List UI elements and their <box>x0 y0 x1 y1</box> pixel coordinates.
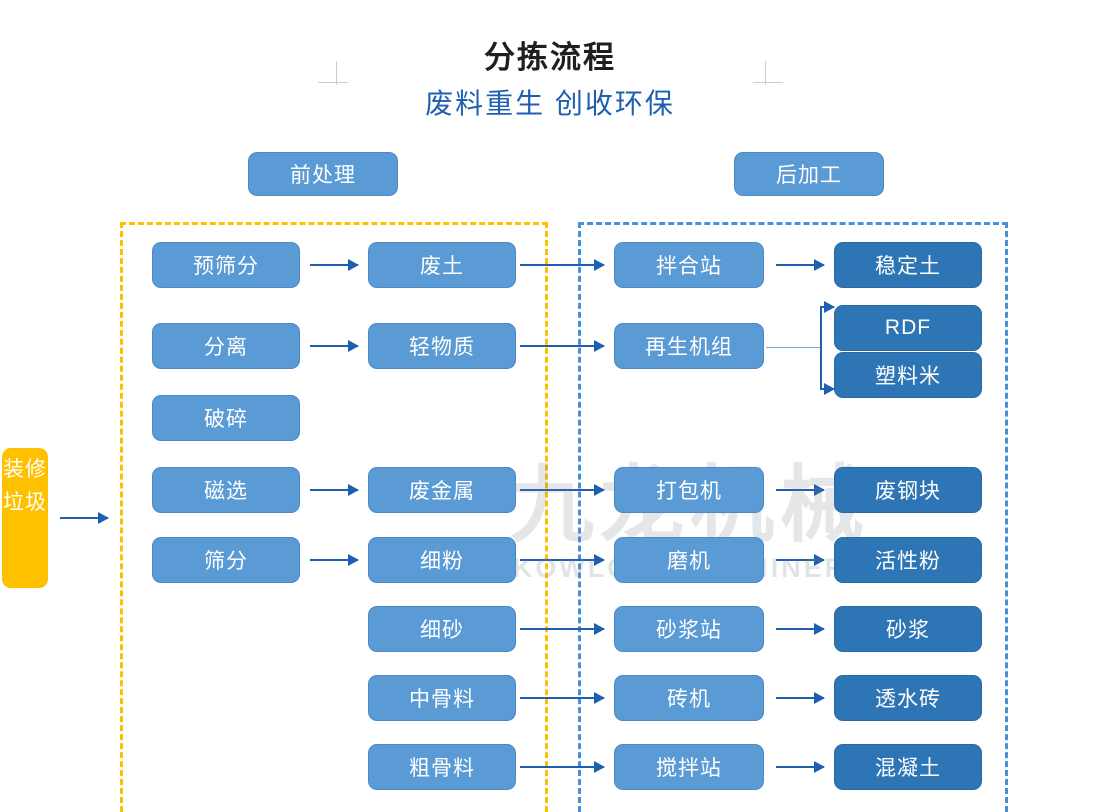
arrow-mill-to-activepow <box>776 554 825 566</box>
node-mortarstation: 砂浆站 <box>614 606 764 652</box>
node-mill: 磨机 <box>614 537 764 583</box>
zone-pre-process <box>120 222 548 812</box>
arrow-brick-to-perm <box>776 692 825 704</box>
node-steel: 废钢块 <box>834 467 982 513</box>
arrow-input-to-zone <box>60 512 109 524</box>
arrow-mixstation-to-stabsoil <box>776 259 825 271</box>
arrow-metal-to-baler <box>520 484 605 496</box>
title-rule-left <box>318 82 348 83</box>
section-tag-pre-process: 前处理 <box>248 152 398 196</box>
arrow-midagg-to-brick <box>520 692 605 704</box>
arrow-baler-to-steel <box>776 484 825 496</box>
node-recycleunit: 再生机组 <box>614 323 764 369</box>
node-finesand: 细砂 <box>368 606 516 652</box>
page-subtitle: 废料重生 创收环保 <box>0 85 1100 123</box>
node-magnetic: 磁选 <box>152 467 300 513</box>
arrow-coarseagg-to-concrete <box>520 761 605 773</box>
fork-bar-recycleunit <box>820 306 822 389</box>
arrow-mixingstation-to-concrete <box>776 761 825 773</box>
node-separate: 分离 <box>152 323 300 369</box>
node-plastic: 塑料米 <box>834 352 982 398</box>
node-perm: 透水砖 <box>834 675 982 721</box>
node-metal: 废金属 <box>368 467 516 513</box>
arrow-screen-to-finepow <box>310 554 359 566</box>
input-node-label: 装修垃圾 <box>3 458 47 514</box>
arrow-separate-to-light <box>310 340 359 352</box>
arrow-recycleunit-to-rdf <box>820 301 835 313</box>
node-screen: 筛分 <box>152 537 300 583</box>
arrow-light-to-recycleunit <box>520 340 605 352</box>
node-crush: 破碎 <box>152 395 300 441</box>
title-rule-right <box>753 82 783 83</box>
section-tag-post-process: 后加工 <box>734 152 884 196</box>
node-mortar: 砂浆 <box>834 606 982 652</box>
node-mixingstation: 搅拌站 <box>614 744 764 790</box>
node-rdf: RDF <box>834 305 982 351</box>
arrow-presieve-to-wastesoil <box>310 259 359 271</box>
arrow-finesand-to-mortarstation <box>520 623 605 635</box>
arrow-recycleunit-to-plastic <box>820 383 835 395</box>
node-mixstation: 拌合站 <box>614 242 764 288</box>
node-brickmachine: 砖机 <box>614 675 764 721</box>
node-activepow: 活性粉 <box>834 537 982 583</box>
node-wastesoil: 废土 <box>368 242 516 288</box>
page-header: 分拣流程 废料重生 创收环保 <box>0 0 1100 135</box>
node-concrete: 混凝土 <box>834 744 982 790</box>
arrow-magnetic-to-metal <box>310 484 359 496</box>
arrow-wastesoil-to-mixstation <box>520 259 605 271</box>
node-midagg: 中骨料 <box>368 675 516 721</box>
node-coarseagg: 粗骨料 <box>368 744 516 790</box>
arrow-mortarstation-to-mortar <box>776 623 825 635</box>
node-finepow: 细粉 <box>368 537 516 583</box>
node-stabsoil: 稳定土 <box>834 242 982 288</box>
input-node-decoration-waste: 装修垃圾 <box>2 448 48 588</box>
zone-post-process <box>578 222 1008 812</box>
fork-stem-recycleunit <box>766 347 822 348</box>
arrow-finepow-to-mill <box>520 554 605 566</box>
node-light: 轻物质 <box>368 323 516 369</box>
node-presieve: 预筛分 <box>152 242 300 288</box>
node-baler: 打包机 <box>614 467 764 513</box>
page-title: 分拣流程 <box>484 40 616 75</box>
